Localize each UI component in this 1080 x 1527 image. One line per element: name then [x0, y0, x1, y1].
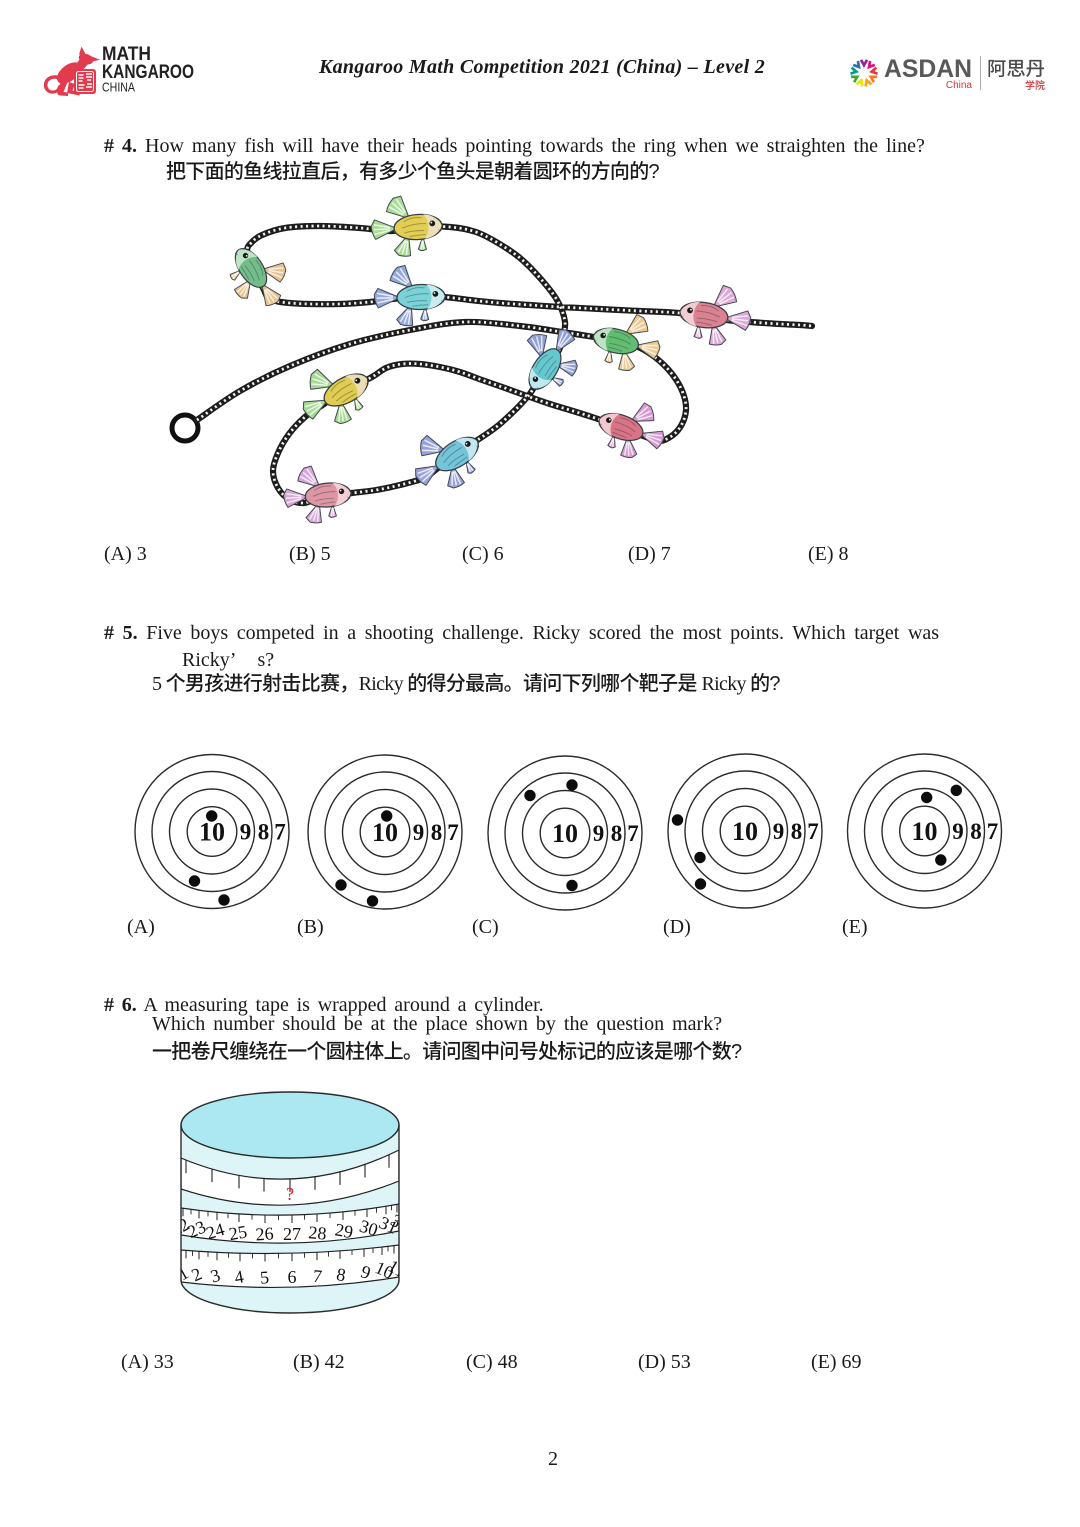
svg-text:8: 8: [611, 821, 623, 846]
svg-text:9: 9: [240, 820, 252, 845]
svg-text:10: 10: [372, 818, 398, 847]
svg-text:7: 7: [627, 821, 639, 846]
svg-text:ASDAN: ASDAN: [884, 55, 972, 83]
svg-text:25: 25: [227, 1221, 248, 1244]
svg-text:24: 24: [204, 1219, 227, 1243]
svg-text:8: 8: [258, 820, 270, 845]
svg-text:32: 32: [387, 1210, 410, 1236]
svg-text:7: 7: [312, 1266, 323, 1287]
svg-text:31: 31: [376, 1212, 401, 1238]
svg-text:7: 7: [987, 819, 999, 844]
svg-text:7: 7: [447, 820, 459, 845]
svg-text:KANGAROO: KANGAROO: [102, 62, 194, 83]
svg-text:China: China: [946, 80, 973, 91]
svg-text:?: ?: [286, 1184, 294, 1204]
svg-text:学院: 学院: [1025, 77, 1045, 92]
svg-text:10: 10: [552, 819, 578, 848]
svg-text:7: 7: [274, 820, 286, 845]
svg-text:27: 27: [283, 1224, 301, 1244]
svg-text:8: 8: [970, 819, 982, 844]
svg-text:MATH: MATH: [102, 44, 151, 65]
svg-text:10: 10: [199, 818, 225, 847]
svg-text:10: 10: [732, 817, 758, 846]
svg-text:6: 6: [288, 1267, 297, 1287]
svg-text:5: 5: [259, 1267, 269, 1288]
svg-text:9: 9: [773, 819, 785, 844]
svg-text:9: 9: [952, 819, 964, 844]
svg-text:9: 9: [413, 820, 425, 845]
svg-text:10: 10: [912, 817, 938, 846]
svg-text:阿思丹: 阿思丹: [987, 54, 1045, 81]
svg-text:28: 28: [308, 1222, 328, 1243]
svg-text:7: 7: [807, 819, 819, 844]
svg-text:26: 26: [255, 1223, 274, 1244]
svg-text:9: 9: [593, 821, 605, 846]
svg-text:4: 4: [233, 1266, 245, 1287]
svg-text:29: 29: [333, 1219, 354, 1242]
svg-text:30: 30: [357, 1216, 380, 1240]
svg-text:8: 8: [335, 1264, 347, 1285]
svg-text:22: 22: [170, 1214, 193, 1240]
svg-text:1: 1: [174, 1262, 192, 1284]
svg-text:8: 8: [791, 819, 803, 844]
svg-text:8: 8: [431, 820, 443, 845]
svg-text:CHINA: CHINA: [102, 80, 135, 95]
